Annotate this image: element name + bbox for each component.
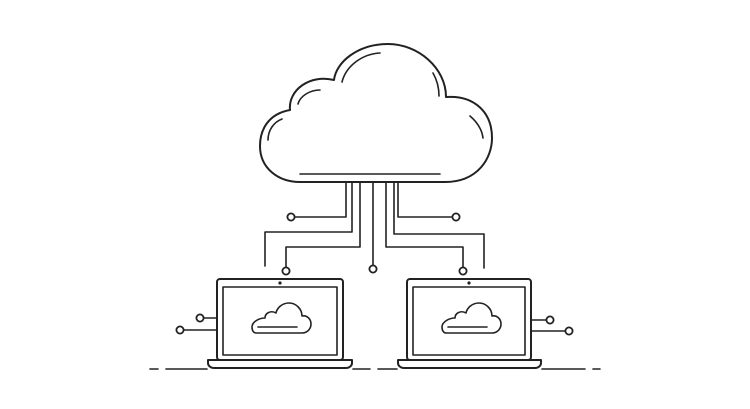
cloud-icon: [259, 43, 493, 183]
laptop-left: [175, 278, 353, 369]
webcam-icon: [467, 281, 471, 285]
network-node-icon: [451, 212, 461, 222]
laptop-base: [397, 359, 542, 369]
connector-left-laptop-inner: [285, 181, 361, 269]
network-node-icon: [368, 264, 378, 274]
connector-left-node: [294, 181, 347, 218]
connector-left-laptop-outer: [264, 181, 353, 267]
laptop-base: [207, 359, 353, 369]
small-cloud-icon: [441, 302, 502, 334]
cloud-highlight-top: [297, 89, 321, 105]
connector-right-laptop-outer: [393, 181, 485, 269]
connector-right-laptop-inner: [385, 181, 464, 269]
laptop-screen: [412, 286, 526, 356]
cloud-highlight-crown: [341, 52, 381, 83]
network-node-icon: [458, 266, 468, 276]
webcam-icon: [278, 281, 282, 285]
main-cloud: [259, 43, 493, 183]
cloud-highlight-right: [432, 72, 440, 97]
network-node-icon: [545, 315, 555, 325]
laptop-screen: [222, 286, 338, 356]
network-node-icon: [286, 212, 296, 222]
cloud-connections: [264, 181, 485, 276]
connector-right-node: [397, 181, 453, 218]
laptop-right: [397, 278, 574, 369]
network-node-icon: [564, 326, 574, 336]
network-node-icon: [281, 266, 291, 276]
laptop-icon: [216, 278, 344, 361]
network-node-icon: [175, 325, 185, 335]
network-node-icon: [195, 313, 205, 323]
cloud-highlight-right-lower: [469, 115, 484, 139]
laptop-icon: [406, 278, 532, 361]
cloud-highlight-left: [267, 118, 283, 141]
small-cloud-icon: [251, 302, 312, 334]
